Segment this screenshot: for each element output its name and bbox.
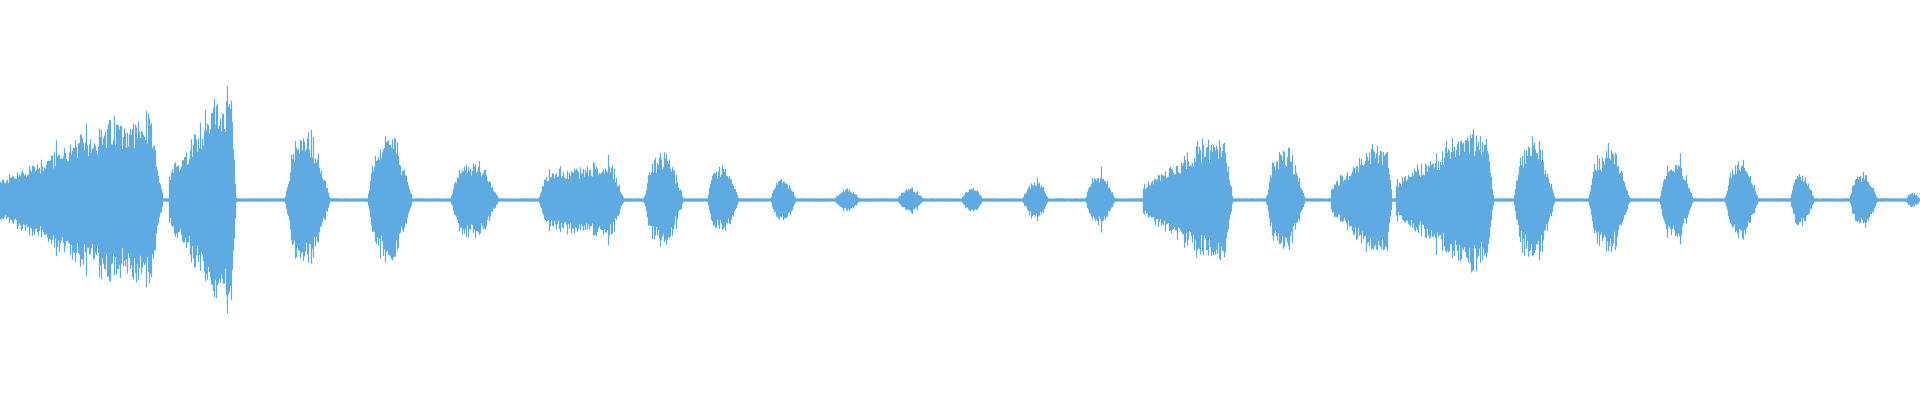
waveform-bars	[0, 86, 1920, 314]
